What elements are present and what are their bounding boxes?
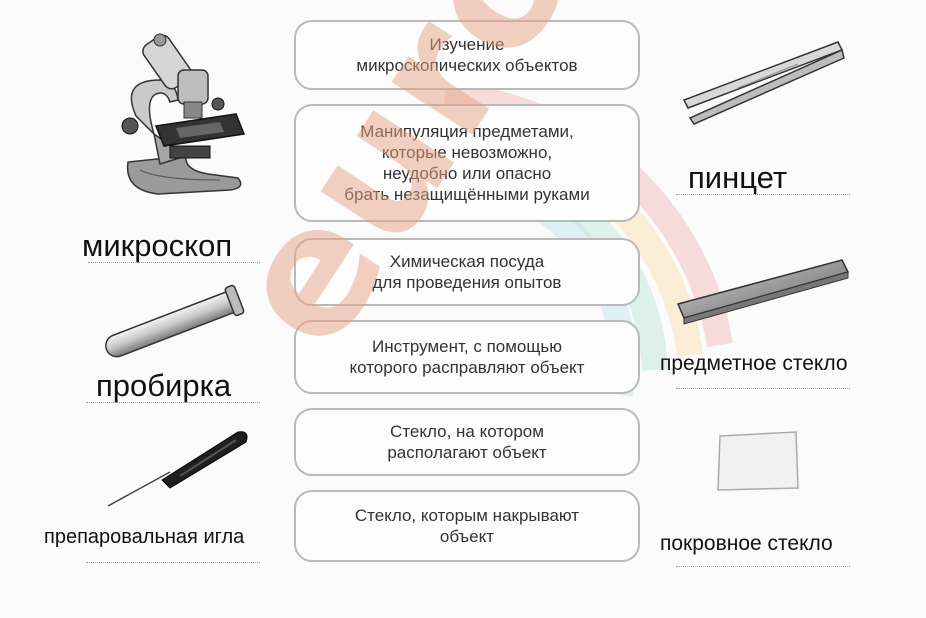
description-text-1: Изучение микроскопических объектов (356, 35, 578, 75)
description-box-1[interactable]: Изучение микроскопических объектов (294, 20, 640, 90)
label-glass-slide[interactable]: предметное стекло (660, 352, 848, 375)
description-text-2: Манипуляция предметами, которые невозмож… (344, 122, 590, 204)
label-microscope[interactable]: микроскоп (82, 228, 233, 263)
glass-slide-icon[interactable] (672, 252, 852, 332)
description-box-5[interactable]: Стекло, на котором располагают объект (294, 408, 640, 476)
answer-line-cover-glass (676, 566, 850, 567)
answer-line-test-tube (86, 402, 260, 403)
dissecting-needle-icon[interactable] (100, 426, 260, 516)
description-box-2[interactable]: Манипуляция предметами, которые невозмож… (294, 104, 640, 222)
answer-line-microscope (88, 262, 260, 263)
answer-line-slide (676, 388, 850, 389)
label-cover-glass[interactable]: покровное стекло (660, 532, 833, 555)
label-tweezers[interactable]: пинцет (688, 160, 788, 195)
description-box-4[interactable]: Инструмент, с помощью которого расправля… (294, 320, 640, 394)
tweezers-icon[interactable] (678, 36, 850, 146)
microscope-icon[interactable] (100, 30, 270, 210)
cover-glass-icon[interactable] (712, 428, 804, 494)
description-text-5: Стекло, на котором располагают объект (387, 422, 547, 462)
test-tube-icon[interactable] (96, 284, 256, 364)
description-box-3[interactable]: Химическая посуда для проведения опытов (294, 238, 640, 306)
description-text-6: Стекло, которым накрывают объект (354, 506, 580, 546)
description-text-4: Инструмент, с помощью которого расправля… (349, 337, 585, 377)
description-text-3: Химическая посуда для проведения опытов (372, 252, 562, 292)
description-box-6[interactable]: Стекло, которым накрывают объект (294, 490, 640, 562)
label-test-tube[interactable]: пробирка (96, 368, 232, 403)
label-dissecting-needle[interactable]: препаровальная игла (44, 526, 245, 548)
answer-line-needle (86, 562, 260, 563)
answer-line-tweezers (676, 194, 850, 195)
